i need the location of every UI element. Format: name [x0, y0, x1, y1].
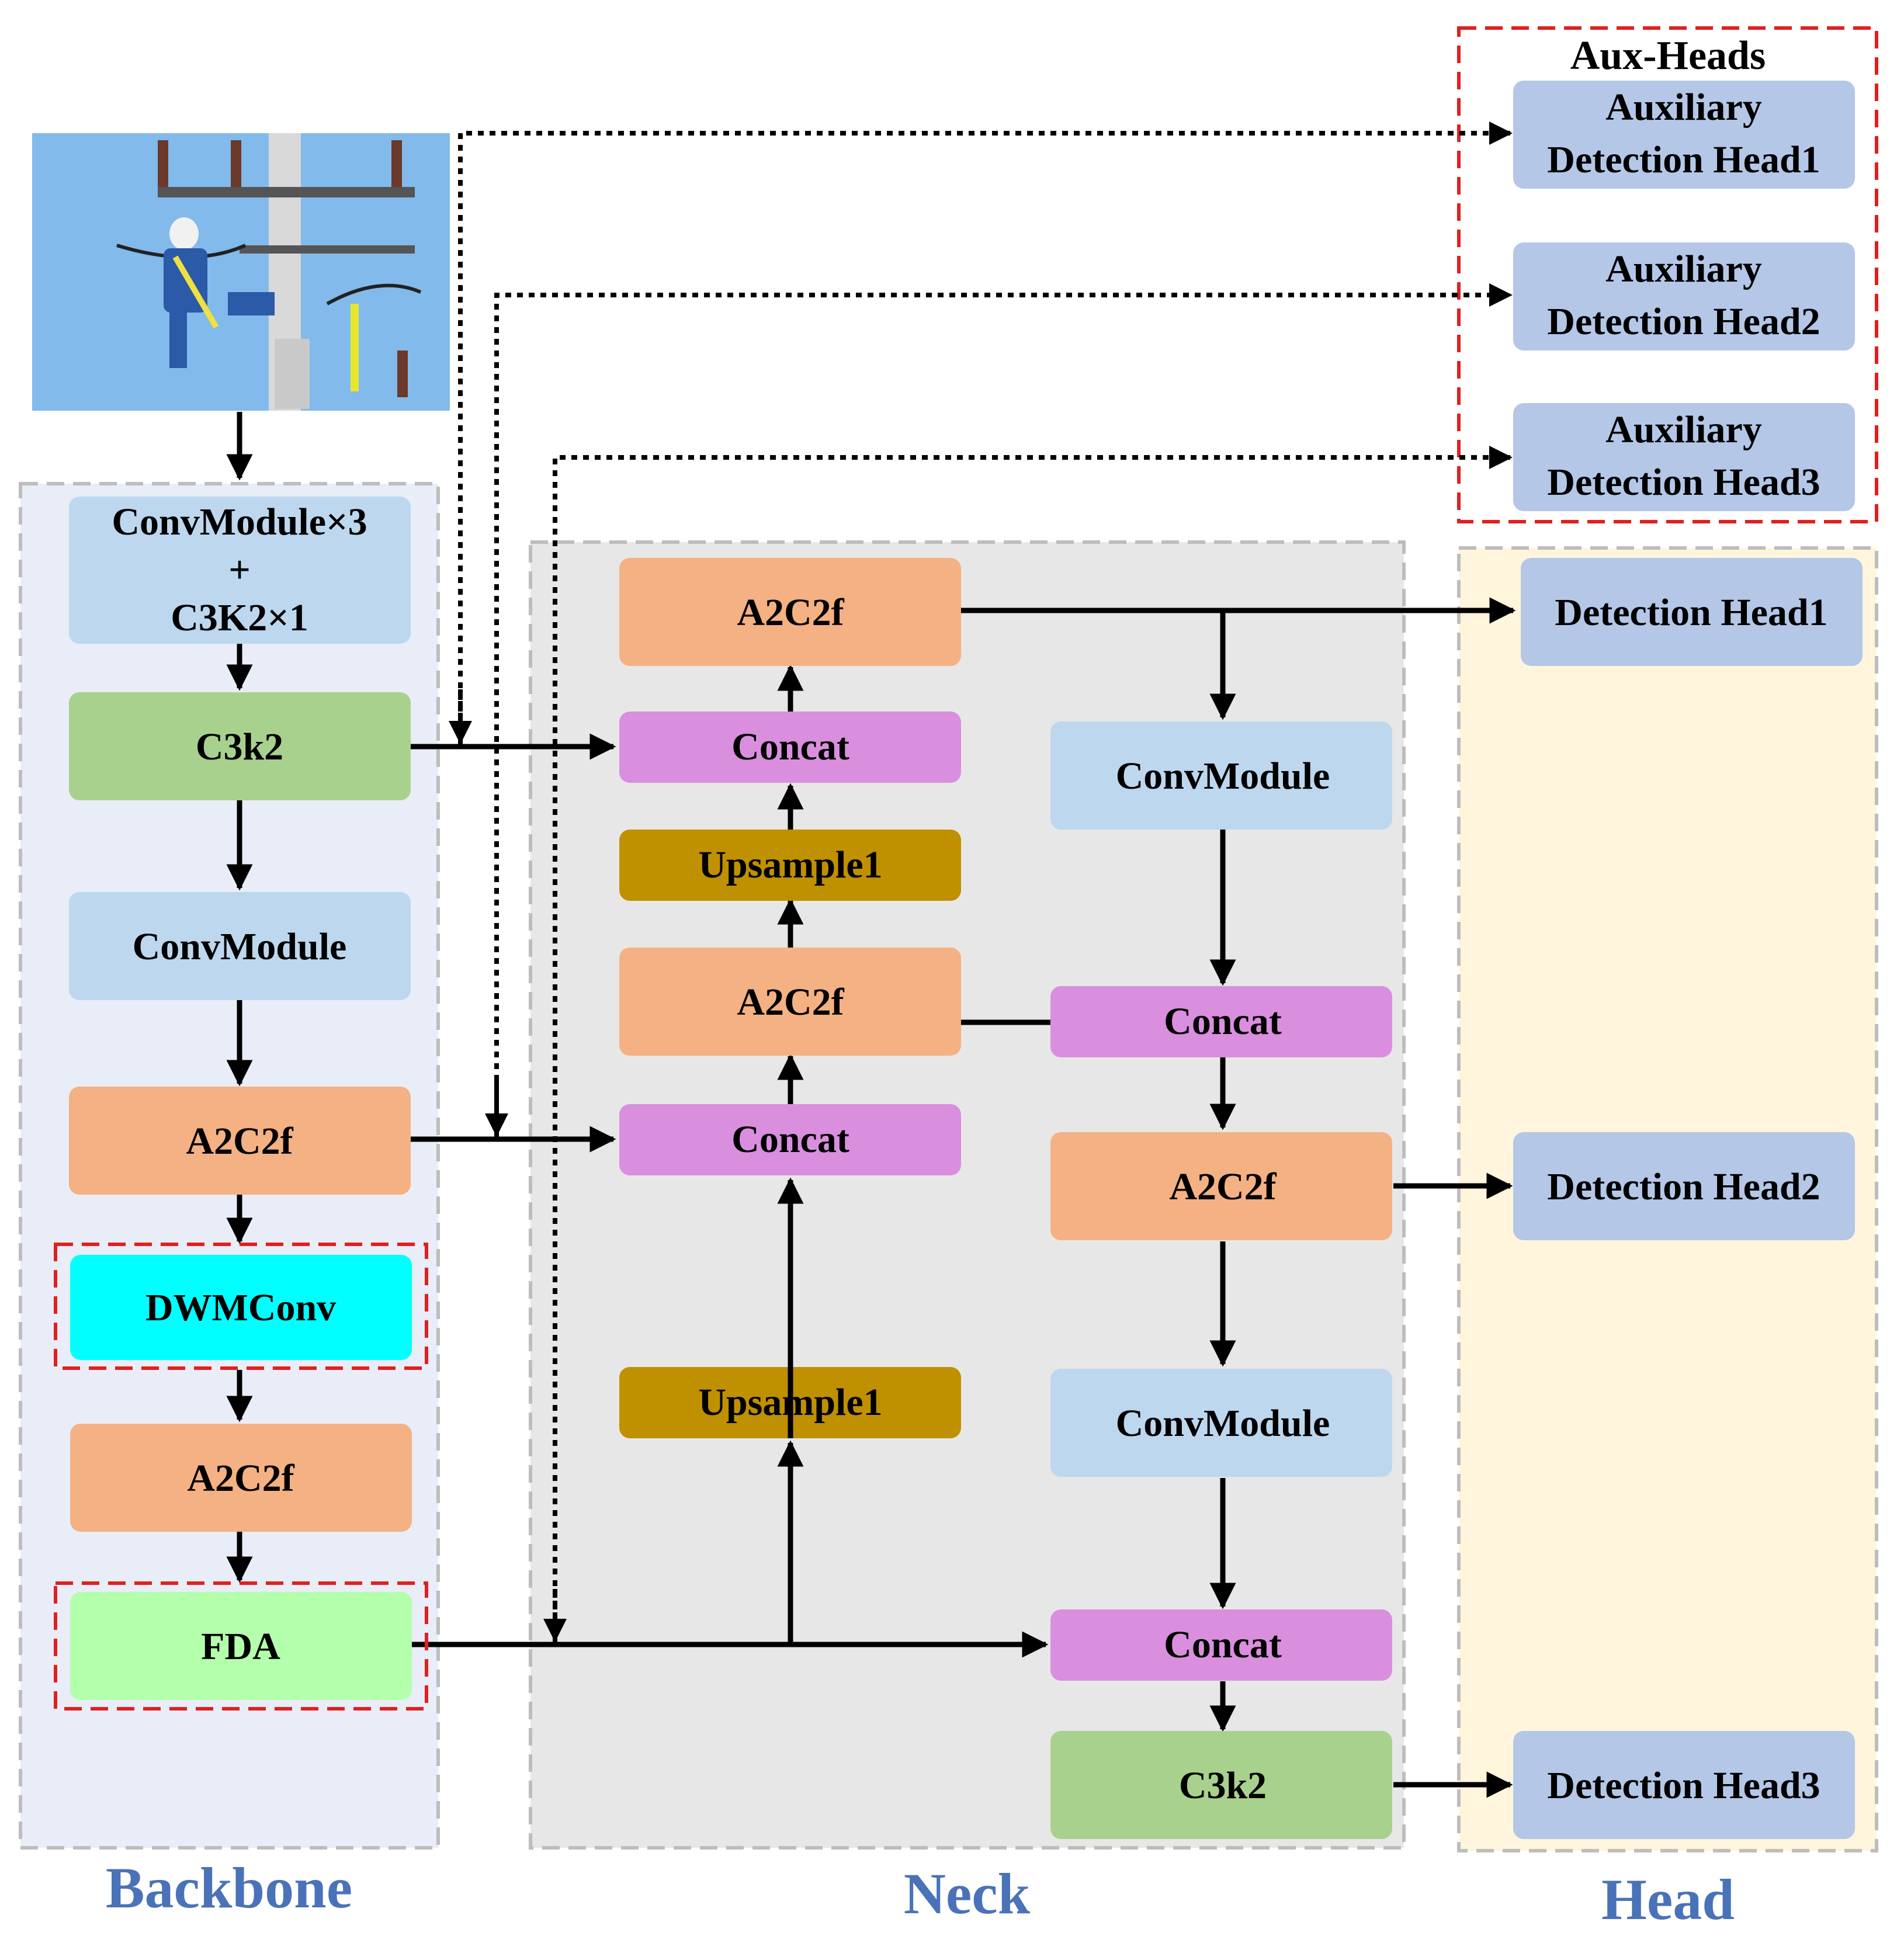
backbone-stem-line2: +: [228, 549, 251, 591]
neck-convmodule-2-block: ConvModule: [1050, 1369, 1392, 1477]
neck-a2c2f-r-label: A2C2f: [1169, 1165, 1277, 1208]
neck-a2c2f-r-block: A2C2f: [1050, 1132, 1392, 1240]
neck-concat-r1-block: Concat: [1050, 986, 1392, 1057]
neck-a2c2f-mid-label: A2C2f: [737, 981, 844, 1023]
backbone-a2c2f-block-2: A2C2f: [70, 1424, 412, 1532]
neck-concat-mid-block: Concat: [619, 1104, 961, 1175]
backbone-stem-line1: ConvModule×3: [112, 501, 367, 543]
backbone-convmodule-block: ConvModule: [69, 892, 411, 1000]
backbone-convmodule-label: ConvModule: [133, 925, 347, 968]
aux-dotted-connectors: [449, 122, 1513, 1644]
neck-c3k2-r-block: C3k2: [1050, 1731, 1392, 1839]
backbone-stem-block: ConvModule×3 + C3K2×1: [69, 497, 411, 644]
neck-upsample-top-block: Upsample1: [619, 830, 961, 901]
backbone-c3k2-block: C3k2: [69, 692, 411, 800]
neck-c3k2-r-label: C3k2: [1179, 1764, 1267, 1807]
backbone-a2c2f-label-2: A2C2f: [187, 1457, 294, 1500]
fda-highlight: [54, 1581, 428, 1711]
neck-concat-r1-label: Concat: [1164, 1000, 1282, 1043]
backbone-fda-label: FDA: [201, 1625, 280, 1668]
aux-heads-title: Aux-Heads: [1570, 33, 1766, 78]
backbone-a2c2f-label-1: A2C2f: [186, 1120, 293, 1163]
neck-concat-r2-block: Concat: [1050, 1609, 1392, 1681]
aux-head-2-line1: Auxiliary: [1605, 248, 1762, 290]
aux-head-3-line1: Auxiliary: [1605, 408, 1762, 451]
neck-concat-top-block: Concat: [619, 712, 961, 783]
neck-upsample-top-label: Upsample1: [698, 844, 882, 886]
detection-head-3-block: Detection Head3: [1513, 1731, 1855, 1839]
aux-head-2-block: Auxiliary Detection Head2: [1513, 242, 1855, 351]
aux-head-3-line2: Detection Head3: [1547, 461, 1820, 504]
backbone-stem-line3: C3K2×1: [171, 596, 308, 639]
neck-convmodule-1-label: ConvModule: [1116, 755, 1330, 797]
dwmconv-highlight: [54, 1243, 428, 1370]
detection-head-1-label: Detection Head1: [1555, 591, 1827, 634]
detection-head-1-block: Detection Head1: [1521, 558, 1863, 666]
neck-a2c2f-top-label: A2C2f: [737, 591, 844, 634]
aux-head-3-block: Auxiliary Detection Head3: [1513, 403, 1855, 511]
neck-concat-mid-label: Concat: [731, 1118, 849, 1161]
detection-head-3-label: Detection Head3: [1547, 1764, 1820, 1807]
backbone-section-label: Backbone: [106, 1855, 352, 1920]
detection-head-2-block: Detection Head2: [1513, 1132, 1855, 1240]
input-image: [32, 133, 450, 411]
neck-convmodule-2-label: ConvModule: [1116, 1402, 1330, 1445]
detection-head-2-label: Detection Head2: [1547, 1165, 1820, 1208]
backbone-c3k2-label: C3k2: [196, 726, 283, 768]
backbone-dwmconv-block: DWMConv: [70, 1255, 412, 1360]
neck-a2c2f-top-block: A2C2f: [619, 558, 961, 666]
neck-convmodule-1-block: ConvModule: [1050, 721, 1392, 830]
neck-concat-r2-label: Concat: [1164, 1623, 1282, 1666]
aux-head-2-line2: Detection Head2: [1547, 300, 1820, 343]
backbone-a2c2f-block-1: A2C2f: [69, 1087, 411, 1195]
aux-head-1-line1: Auxiliary: [1605, 86, 1762, 129]
neck-section-label: Neck: [904, 1861, 1031, 1926]
neck-concat-top-label: Concat: [731, 726, 849, 768]
backbone-dwmconv-label: DWMConv: [145, 1286, 336, 1329]
aux-head-1-block: Auxiliary Detection Head1: [1513, 81, 1855, 189]
aux-heads-panel: [1457, 26, 1878, 523]
backbone-fda-block: FDA: [70, 1592, 412, 1700]
aux-head-1-line2: Detection Head1: [1547, 138, 1820, 181]
head-section-label: Head: [1601, 1867, 1735, 1932]
connectors: [226, 412, 1516, 1798]
neck-a2c2f-mid-block: A2C2f: [619, 948, 961, 1056]
